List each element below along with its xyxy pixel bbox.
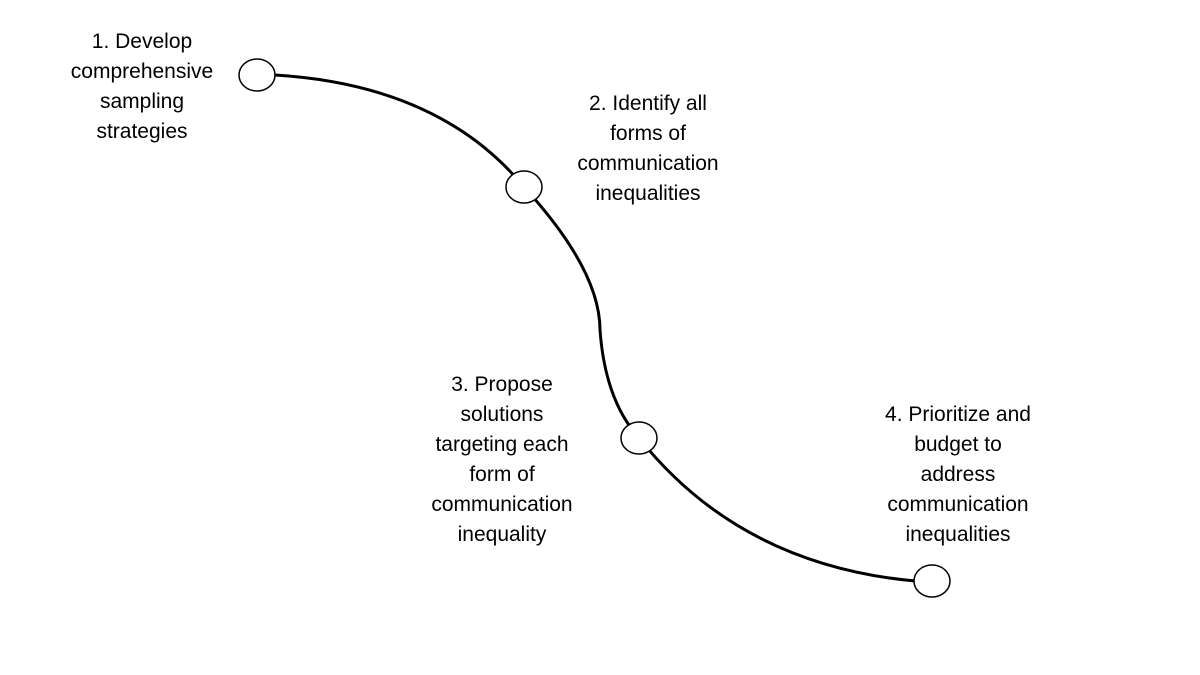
- step-node-3: [620, 421, 658, 455]
- step-node-1: [238, 58, 276, 92]
- step-1-label: 1. Develop comprehensive sampling strate…: [70, 30, 214, 143]
- step-2-label: 2. Identify all forms of communication i…: [577, 92, 719, 205]
- step-node-2: [505, 170, 543, 204]
- step-node-4: [913, 564, 951, 598]
- step-3-label: 3. Propose solutions targeting each form…: [431, 373, 573, 546]
- connector-curve-2: [522, 185, 641, 439]
- connector-curve-1: [274, 73, 526, 188]
- connector-curve-3: [637, 437, 916, 583]
- step-4-label: 4. Prioritize and budget to address comm…: [885, 403, 1031, 546]
